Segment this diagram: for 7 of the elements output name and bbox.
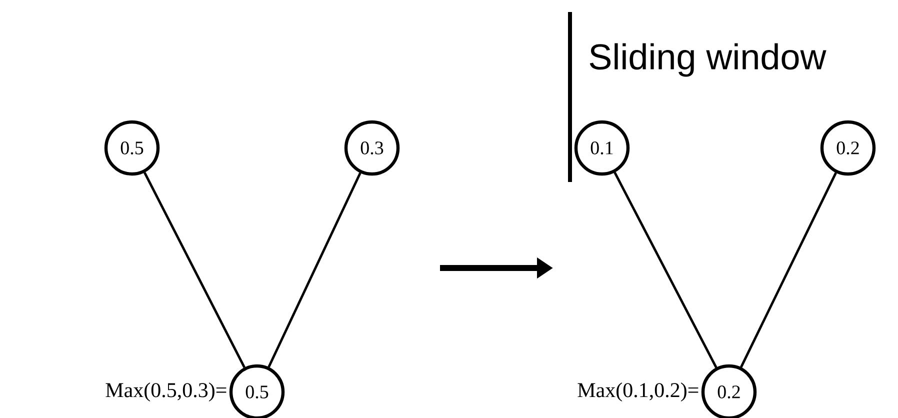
connector-line — [614, 172, 718, 368]
max-label: Max(0.1,0.2)= — [578, 382, 698, 402]
connector-line — [268, 172, 362, 368]
section-label: Sliding window — [590, 43, 826, 77]
connector-line — [144, 172, 246, 368]
connector-line — [740, 172, 837, 368]
max-label: Max(0.5,0.3)= — [106, 382, 226, 402]
